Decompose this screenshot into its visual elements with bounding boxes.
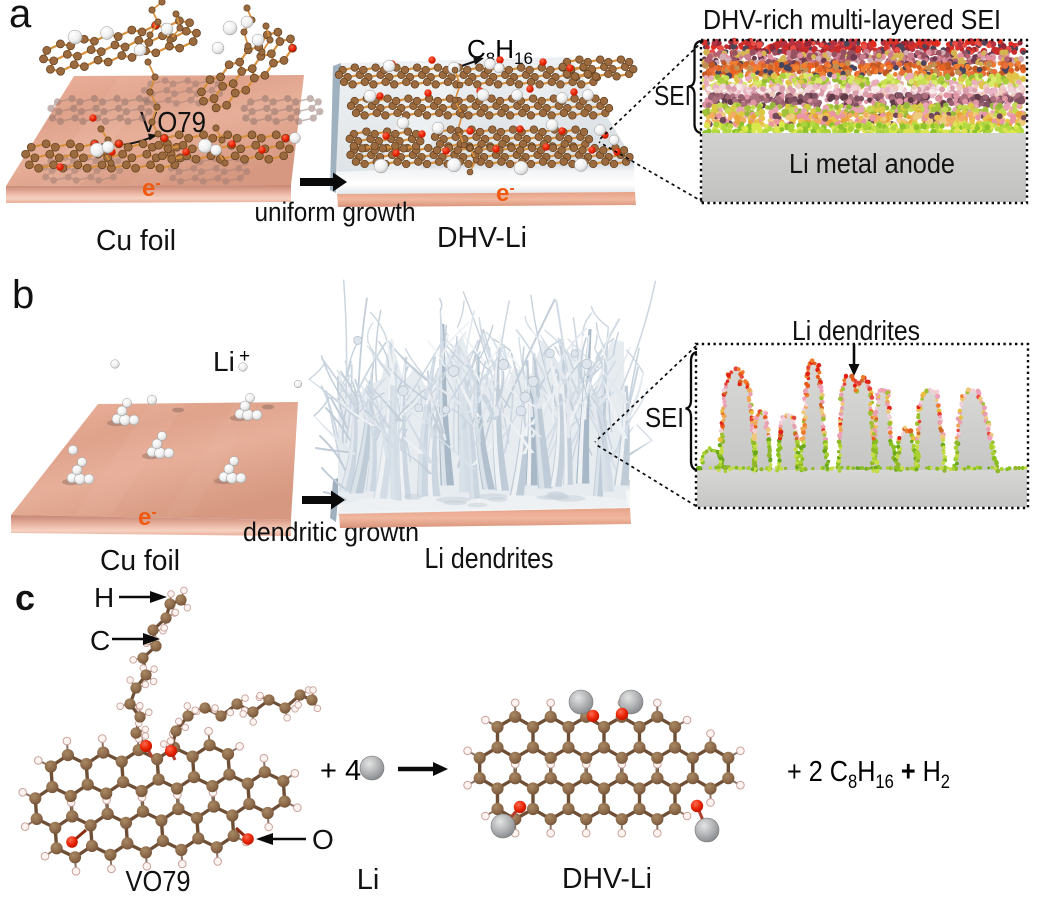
svg-text:a: a: [9, 0, 32, 36]
svg-text:VO79: VO79: [126, 866, 191, 898]
svg-text:SEI: SEI: [645, 402, 684, 433]
svg-text:Cu foil: Cu foil: [96, 225, 176, 257]
svg-text:DHV-Li: DHV-Li: [437, 222, 527, 254]
svg-text:DHV-Li: DHV-Li: [562, 863, 652, 895]
svg-text:c: c: [15, 577, 35, 618]
svg-text:O: O: [312, 824, 334, 855]
svg-text:b: b: [12, 273, 34, 317]
svg-text:DHV-rich multi-layered SEI: DHV-rich multi-layered SEI: [703, 4, 1001, 35]
svg-text:+ 2 C8H16 + H2: + 2 C8H16 + H2: [787, 756, 950, 793]
svg-text:H: H: [94, 582, 114, 613]
svg-text:Li: Li: [357, 864, 380, 896]
svg-text:Li dendrites: Li dendrites: [425, 543, 554, 575]
svg-text:Li metal anode: Li metal anode: [789, 148, 955, 179]
svg-text:Li dendrites: Li dendrites: [792, 315, 920, 346]
svg-text:uniform growth: uniform growth: [255, 197, 416, 227]
svg-text:C: C: [90, 625, 110, 656]
svg-text:+ 4: + 4: [320, 755, 361, 787]
svg-text:Cu foil: Cu foil: [100, 545, 180, 577]
svg-text:+: +: [239, 346, 250, 367]
svg-text:SEI: SEI: [654, 80, 691, 111]
svg-text:Li: Li: [213, 346, 235, 377]
